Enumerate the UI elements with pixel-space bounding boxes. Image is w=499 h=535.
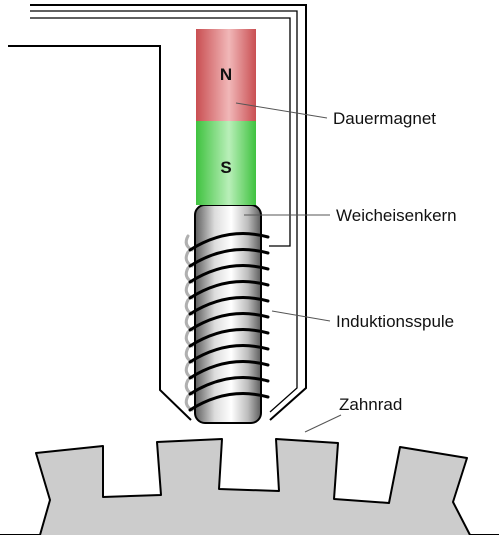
gear-wheel [0, 438, 499, 535]
coil-turn [188, 360, 270, 380]
coil-turn [188, 296, 270, 316]
leader-line-gear [304, 414, 342, 433]
coil-turn [188, 264, 270, 284]
coil-leads [30, 10, 298, 413]
coil-turn [188, 376, 270, 396]
coil-turn [188, 344, 270, 364]
label-permanent-magnet: Dauermagnet [333, 109, 436, 128]
coil-turn [188, 280, 270, 300]
leader-line-coil [271, 310, 331, 322]
leader-lines [235, 102, 342, 433]
sensor-housing [8, 4, 307, 421]
coil-lead-outer [30, 10, 298, 413]
magnet-north-pole [196, 29, 256, 121]
south-pole-label: S [220, 158, 231, 177]
label-gear-wheel: Zahnrad [339, 395, 402, 414]
north-pole-label: N [220, 65, 232, 84]
label-soft-iron-core: Weicheisenkern [336, 206, 457, 225]
coil-lead-inner [30, 17, 291, 247]
label-induction-coil: Induktionsspule [336, 312, 454, 331]
permanent-magnet: N S [196, 29, 256, 205]
coil-turn [188, 328, 270, 348]
coil-turn [188, 312, 270, 332]
coil-turn [188, 248, 270, 268]
coil-back [184, 234, 194, 412]
leader-line-magnet [235, 102, 328, 119]
induction-coil [188, 232, 270, 412]
magnet-south-pole [196, 121, 256, 205]
housing-outline-right [30, 4, 307, 421]
housing-outline [8, 45, 192, 421]
coil-turn [188, 392, 270, 412]
coil-turn [188, 232, 270, 252]
